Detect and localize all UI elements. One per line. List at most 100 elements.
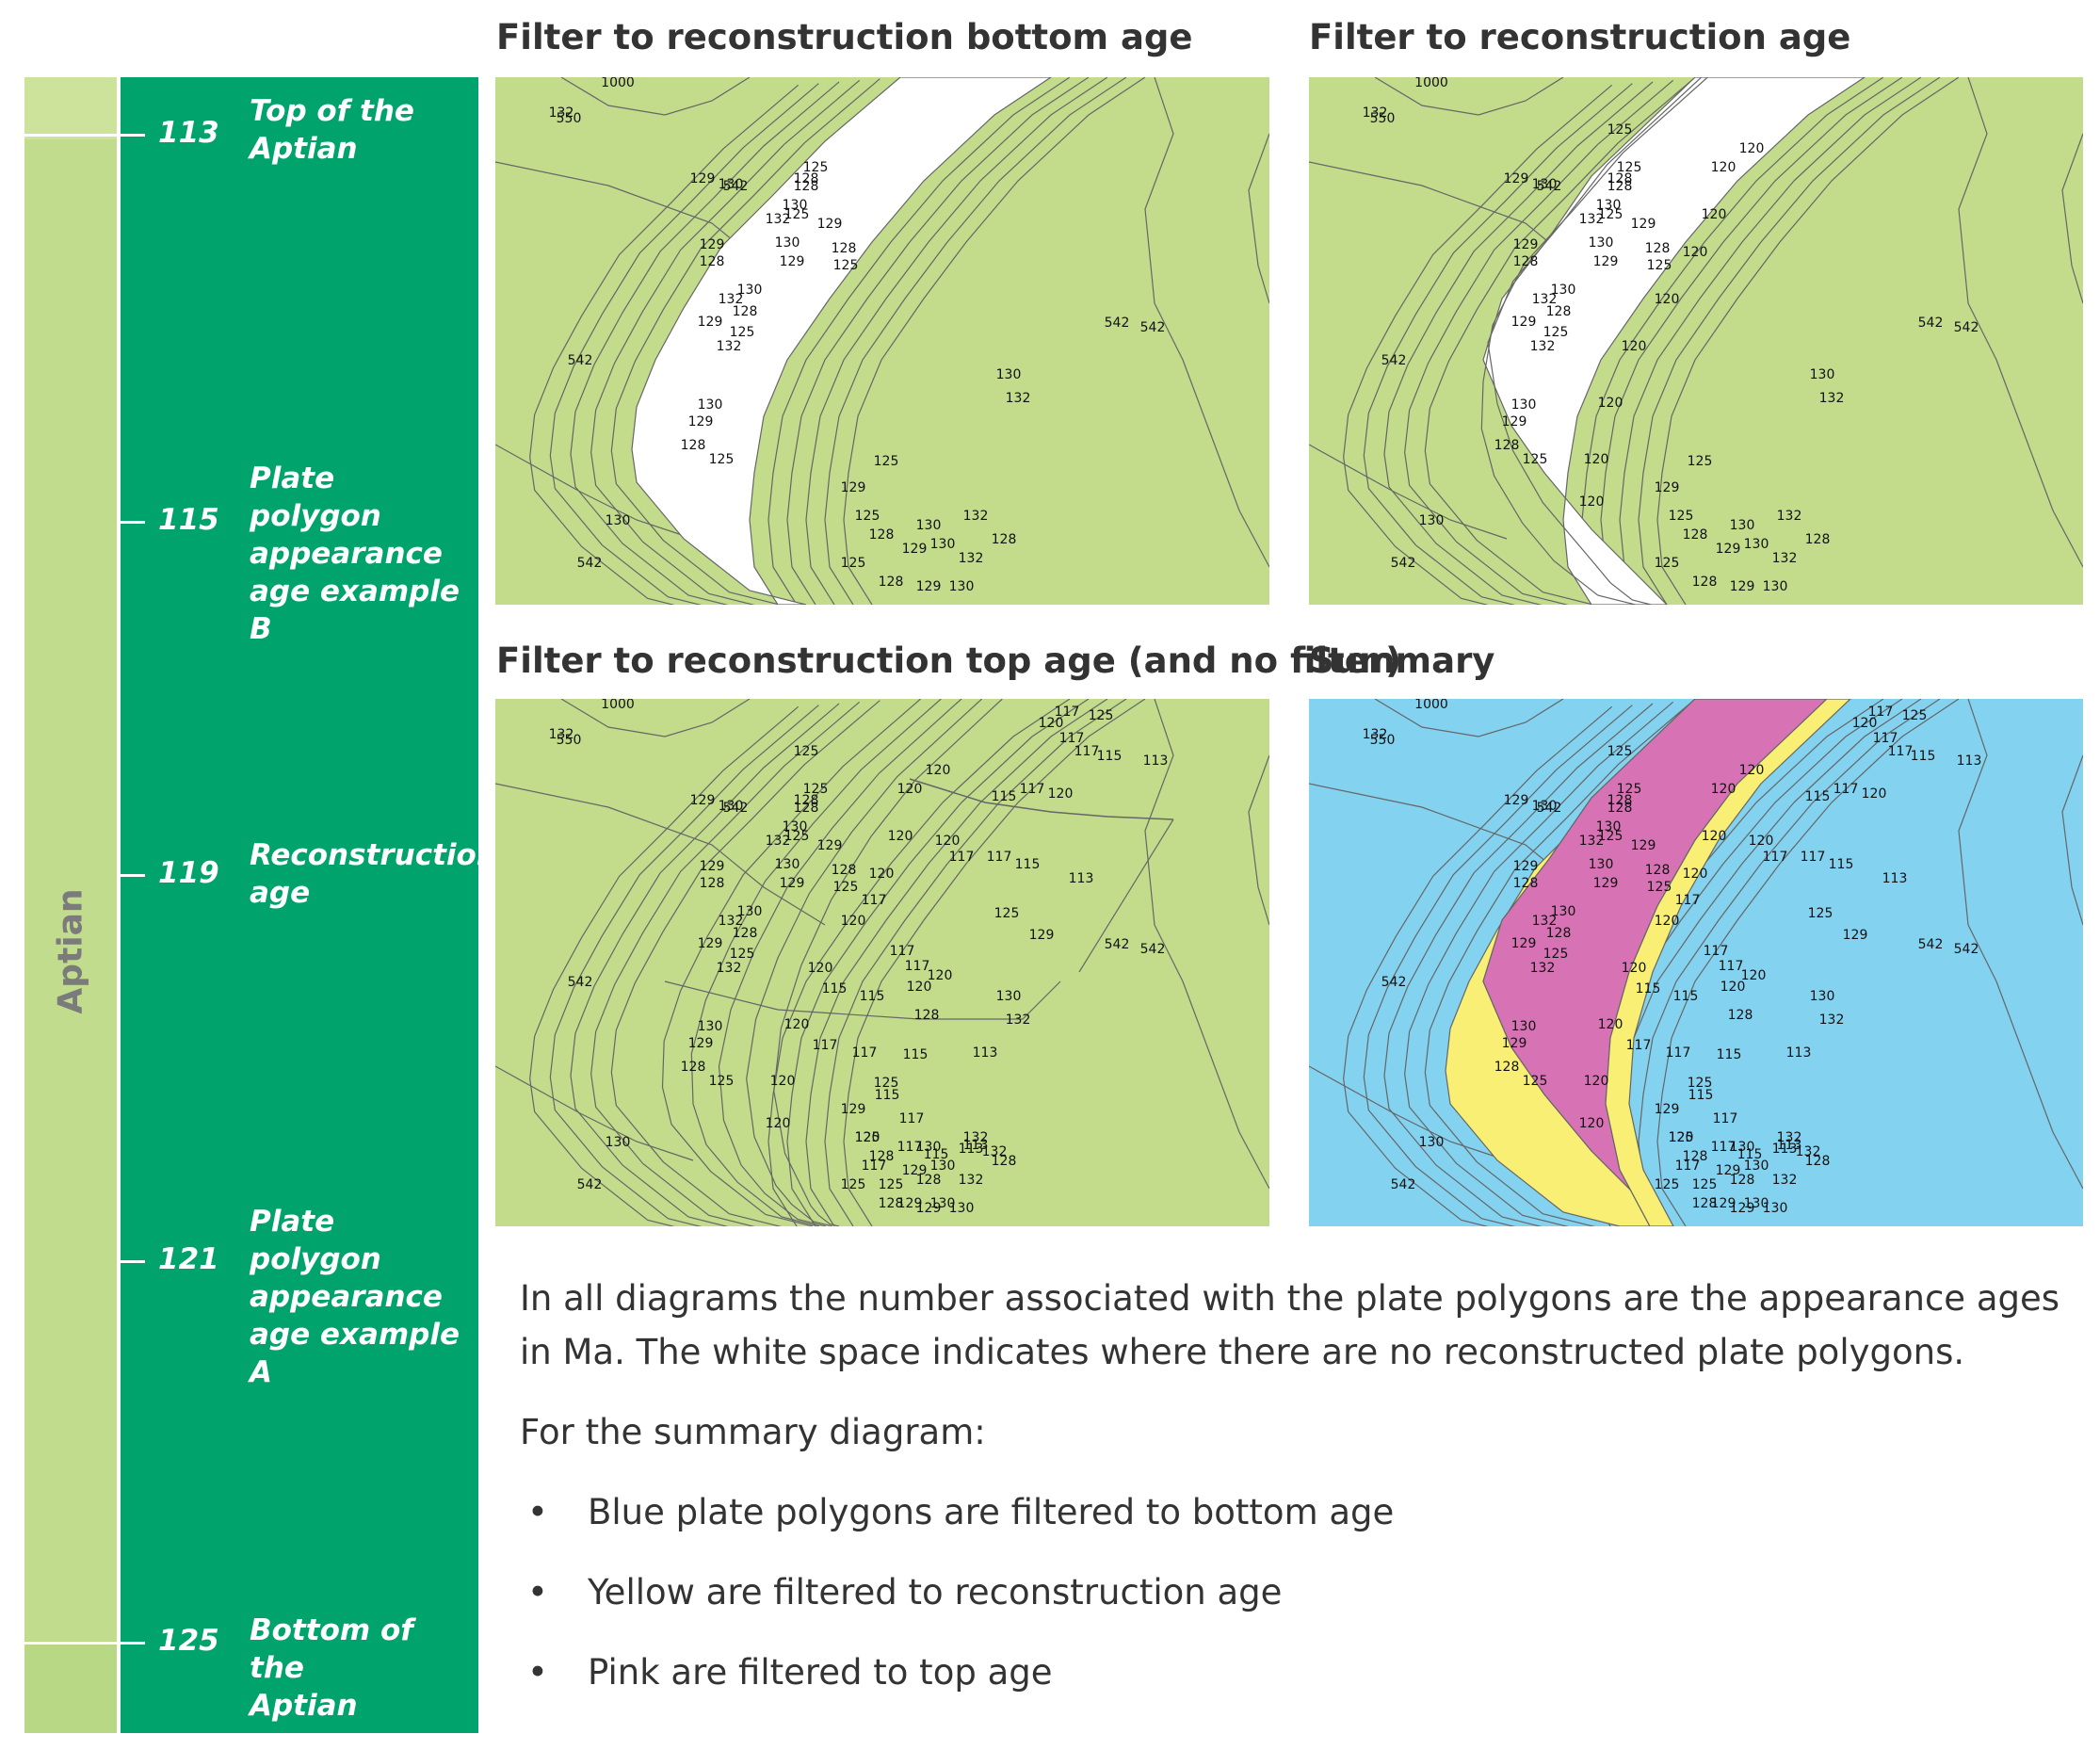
polygon-boundary bbox=[1144, 77, 1269, 568]
polygon-age-label: 115 bbox=[1829, 857, 1854, 872]
tick-label-line: Reconstruction bbox=[250, 838, 497, 872]
polygon-age-label: 113 bbox=[1772, 1142, 1798, 1157]
bullet-icon: • bbox=[527, 1572, 548, 1612]
polygon-age-label: 129 bbox=[688, 414, 714, 429]
polygon-age-label: 120 bbox=[1039, 716, 1064, 731]
polygon-age-label: 117 bbox=[1059, 731, 1085, 746]
polygon-age-label: 128 bbox=[879, 575, 904, 590]
polygon-boundary bbox=[767, 699, 1071, 1226]
polygon-age-label: 129 bbox=[916, 579, 942, 594]
polygon-age-label: 128 bbox=[1513, 876, 1539, 891]
panel-title-bottom-age: Filter to reconstruction bottom age bbox=[496, 17, 1193, 57]
polygon-age-label: 115 bbox=[1097, 749, 1123, 764]
polygon-age-label: 120 bbox=[808, 961, 833, 976]
polygon-age-label: 130 bbox=[1744, 537, 1769, 552]
polygon-age-label: 129 bbox=[1655, 1102, 1680, 1117]
polygon-age-label: 130 bbox=[606, 513, 631, 528]
polygon-boundary bbox=[1144, 699, 1269, 1190]
polygon-age-label: 113 bbox=[959, 1142, 984, 1157]
polygon-boundary bbox=[690, 699, 942, 1226]
polygon-age-label: 125 bbox=[709, 452, 735, 467]
polygon-age-label: 542 bbox=[723, 801, 749, 816]
polygon-age-label: 129 bbox=[902, 542, 928, 557]
polygon-age-label: 120 bbox=[1702, 829, 1727, 844]
tick-age: 121 bbox=[158, 1242, 219, 1276]
polygon-age-label: 115 bbox=[822, 981, 848, 997]
polygon-boundary bbox=[1383, 703, 1654, 1226]
tick-age: 115 bbox=[158, 503, 219, 537]
timeline-panel bbox=[121, 77, 478, 1733]
polygon-age-label: 125 bbox=[1617, 782, 1642, 797]
tick-mark bbox=[117, 874, 145, 877]
recon-age-band bbox=[1605, 699, 1851, 1226]
polygon-age-label: 125 bbox=[803, 160, 829, 175]
polygon-age-label: 129 bbox=[1631, 838, 1656, 853]
polygon-age-label: 128 bbox=[1607, 801, 1633, 816]
stage-label: Aptian bbox=[51, 888, 90, 1014]
polygon-age-label: 129 bbox=[1504, 171, 1529, 186]
polygon-age-label: 125 bbox=[879, 1177, 904, 1192]
polygon-boundary bbox=[549, 83, 819, 605]
polygon-age-label: 132 bbox=[766, 834, 791, 849]
polygon-age-label: 130 bbox=[1551, 283, 1576, 298]
polygon-age-label: 117 bbox=[890, 944, 915, 959]
polygon-age-label: 130 bbox=[996, 367, 1022, 382]
polygon-age-label: 130 bbox=[737, 283, 763, 298]
polygon-age-label: 113 bbox=[1882, 871, 1908, 886]
polygon-age-label: 129 bbox=[688, 1036, 714, 1051]
polygon-boundary bbox=[1248, 133, 1269, 304]
stage-bar-bottom-segment bbox=[24, 1641, 117, 1733]
polygon-age-label: 129 bbox=[1716, 1163, 1741, 1178]
polygon-age-label: 129 bbox=[690, 793, 716, 808]
polygon-age-label: 130 bbox=[606, 1135, 631, 1150]
polygon-age-label: 129 bbox=[1502, 414, 1527, 429]
polygon-age-label: 132 bbox=[982, 1144, 1008, 1159]
polygon-age-label: 128 bbox=[681, 1060, 706, 1075]
polygon-age-label: 130 bbox=[775, 857, 800, 872]
polygon-age-label: 130 bbox=[930, 537, 956, 552]
polygon-age-label: 1000 bbox=[1414, 699, 1448, 712]
tick-mark bbox=[117, 521, 145, 524]
polygon-age-label: 117 bbox=[1626, 1038, 1652, 1053]
polygon-boundary bbox=[495, 444, 694, 540]
polygon-age-label: 125 bbox=[730, 325, 755, 340]
stage-boundary-line bbox=[24, 1642, 117, 1645]
polygon-age-label: 130 bbox=[949, 1201, 975, 1216]
tick-age: 113 bbox=[158, 116, 219, 150]
polygon-age-label: 132 bbox=[963, 509, 989, 524]
polygon-age-label: 130 bbox=[1763, 579, 1788, 594]
polygon-age-label: 115 bbox=[1673, 989, 1699, 1004]
caption-paragraph: In all diagrams the number associated wi… bbox=[520, 1278, 2060, 1372]
polygon-age-label: 130 bbox=[1589, 235, 1614, 251]
polygon-age-label: 125 bbox=[1543, 325, 1569, 340]
no-polygon-gap bbox=[631, 77, 1053, 605]
polygon-age-label: 117 bbox=[862, 893, 887, 908]
polygon-age-label: 1000 bbox=[1414, 77, 1448, 90]
tick-label-line: Bottom of the bbox=[250, 1613, 413, 1685]
polygon-age-label: 125 bbox=[833, 258, 859, 273]
polygon-age-label: 129 bbox=[1513, 237, 1539, 252]
polygon-age-label: 125 bbox=[1688, 1076, 1713, 1091]
polygon-age-label: 130 bbox=[783, 198, 808, 213]
polygon-age-label: 542 bbox=[577, 1177, 603, 1192]
polygon-age-label: 132 bbox=[1772, 551, 1798, 566]
polygon-age-label: 117 bbox=[1020, 782, 1045, 797]
polygon-boundary bbox=[560, 77, 751, 116]
polygon-age-label: 120 bbox=[897, 782, 923, 797]
polygon-age-label: 130 bbox=[930, 1159, 956, 1174]
polygon-age-label: 132 bbox=[959, 1173, 984, 1188]
polygon-age-label: 113 bbox=[963, 1138, 989, 1153]
polygon-boundary bbox=[1374, 699, 1564, 737]
polygon-age-label: 542 bbox=[1918, 316, 1944, 331]
polygon-age-label: 132 bbox=[549, 727, 574, 742]
polygon-age-label: 130 bbox=[949, 579, 975, 594]
polygon-age-label: 128 bbox=[1494, 438, 1520, 453]
polygon-age-label: 120 bbox=[1711, 160, 1737, 175]
polygon-age-label: 128 bbox=[1607, 179, 1633, 194]
polygon-age-label: 542 bbox=[1381, 353, 1407, 368]
panel-title-recon-age: Filter to reconstruction age bbox=[1309, 17, 1851, 57]
polygon-age-label: 130 bbox=[1596, 819, 1622, 834]
tick-mark bbox=[117, 1260, 145, 1263]
